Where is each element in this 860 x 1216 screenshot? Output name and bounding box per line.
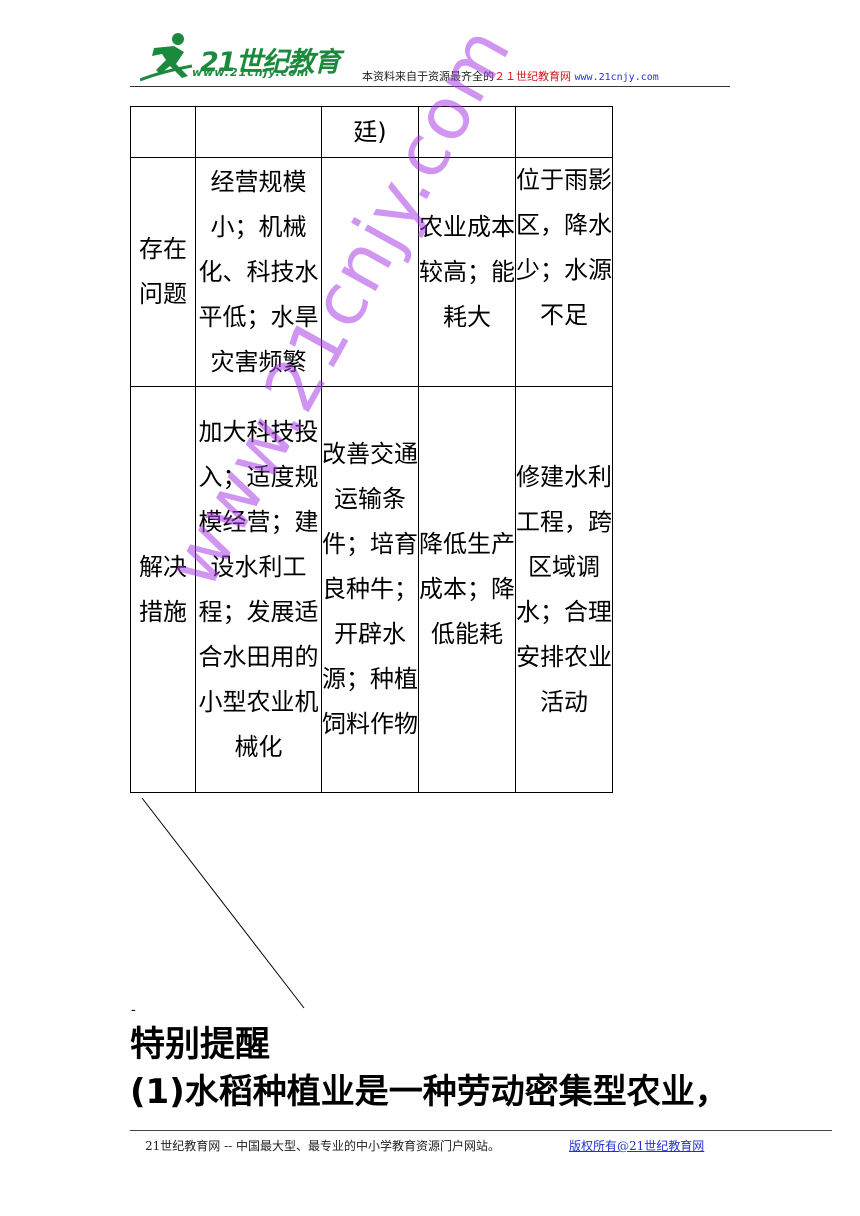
- footer-divider: [130, 1130, 832, 1131]
- header-url-link[interactable]: www.21cnjy.com: [574, 72, 659, 83]
- runner-logo-icon: [140, 33, 193, 82]
- logo-text: 21世纪教育: [200, 47, 341, 78]
- footer-text: 21世纪教育网 -- 中国最大型、最专业的中小学教育资源门户网站。: [145, 1139, 501, 1153]
- table-cell: 位于雨影区，降水少；水源不足: [515, 157, 613, 387]
- header-note-prefix: 本资料来自于资源最齐全的: [362, 70, 494, 83]
- header-note: 本资料来自于资源最齐全的２１世纪教育网 www.21cnjy.com: [362, 68, 659, 84]
- comparison-table: 廷) 存在问题 经营规模小；机械化、科技水平低；水旱灾害频繁 农业成本较高；能耗…: [130, 106, 613, 793]
- diagonal-line: [141, 797, 305, 1009]
- table-cell: [515, 106, 613, 158]
- table-row: 存在问题 经营规模小；机械化、科技水平低；水旱灾害频繁 农业成本较高；能耗大 位…: [130, 157, 613, 387]
- footer-copyright-link[interactable]: 版权所有@21世纪教育网: [569, 1139, 705, 1153]
- logo-url: www.21cnjy.com: [192, 66, 310, 79]
- notice-title: 特别提醒: [130, 1025, 271, 1065]
- row-header-solutions: 解决措施: [130, 386, 196, 793]
- site-logo[interactable]: 21世纪教育 www.21cnjy.com: [140, 30, 341, 88]
- header-divider: [130, 86, 730, 87]
- table-cell: 修建水利工程，跨区域调水；合理安排农业活动: [515, 386, 613, 793]
- table-cell: 加大科技投入；适度规模经营；建设水利工程；发展适合水田用的小型农业机械化: [195, 386, 322, 793]
- table-cell: 廷): [321, 106, 419, 158]
- table-cell: 改善交通运输条件；培育良种牛；开辟水源；种植饲料作物: [321, 386, 419, 793]
- dash-mark: -: [131, 1002, 136, 1018]
- table-cell: 农业成本较高；能耗大: [418, 157, 516, 387]
- table-cell: [130, 106, 196, 158]
- table-row: 廷): [130, 106, 613, 158]
- table-cell: [418, 106, 516, 158]
- table-cell: 降低生产成本；降低能耗: [418, 386, 516, 793]
- header-brand-link[interactable]: ２１世纪教育网: [494, 70, 571, 83]
- row-header-problems: 存在问题: [130, 157, 196, 387]
- table-row: 解决措施 加大科技投入；适度规模经营；建设水利工程；发展适合水田用的小型农业机械…: [130, 386, 613, 793]
- notice-body: (1)水稻种植业是一种劳动密集型农业，: [130, 1072, 729, 1112]
- table-cell: [195, 106, 322, 158]
